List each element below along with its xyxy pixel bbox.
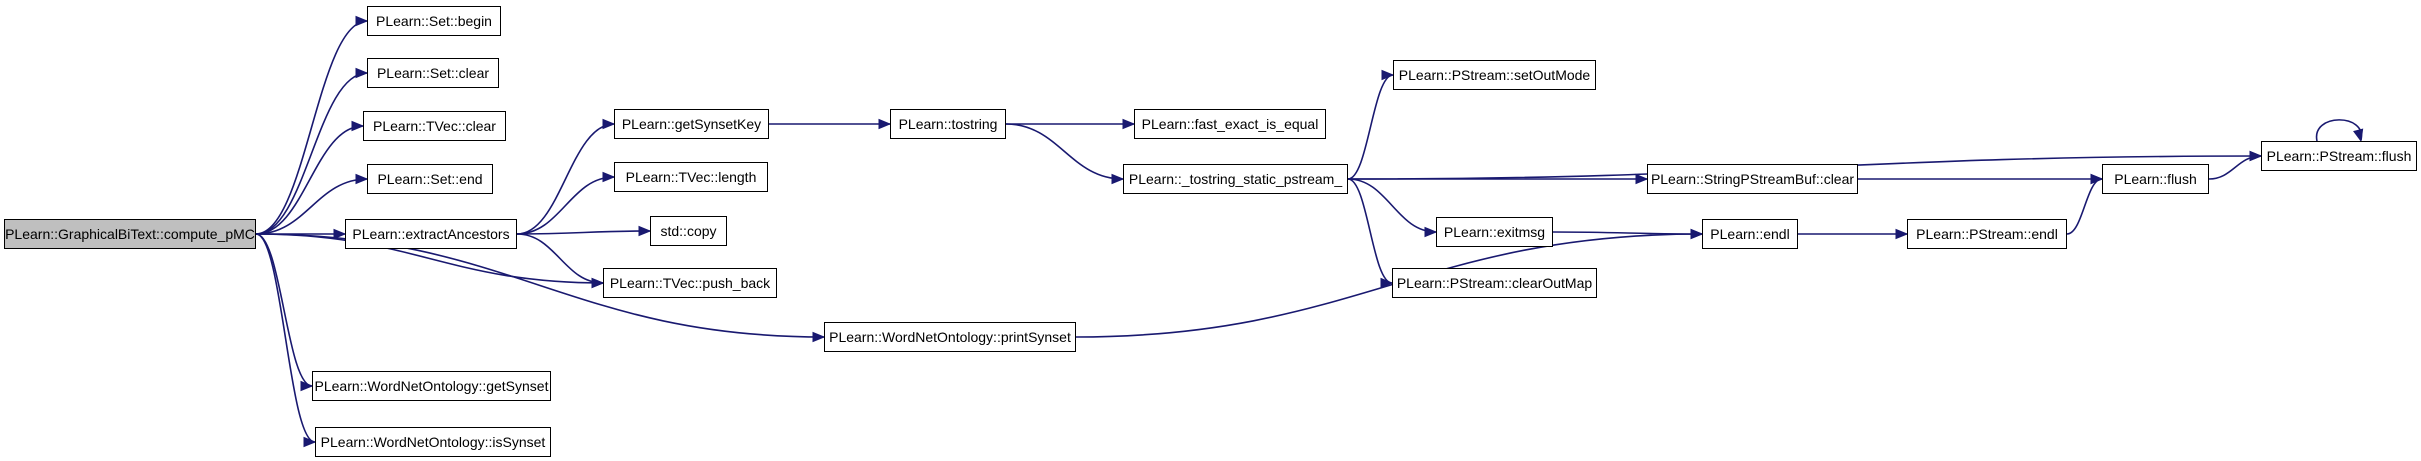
edge-tostring_static_pstream-to-setOutMode (1347, 74, 1394, 180)
node-tvec-clear[interactable]: PLearn::TVec::clear (363, 111, 506, 141)
edge-compute_pMC-to-set_end-arrowhead (355, 173, 369, 185)
edge-extractAncestors-to-push_back (516, 233, 604, 284)
edge-pstream_flush-to-pstream_flush-arrowhead (2353, 128, 2364, 143)
node-set-clear[interactable]: PLearn::Set::clear (367, 58, 499, 88)
node-tostring-static-pstream[interactable]: PLearn::_tostring_static_pstream_ (1123, 164, 1348, 194)
edge-exitmsg-to-endl-arrowhead (1690, 228, 1704, 240)
edge-tostring_static_pstream-to-exitmsg-arrowhead (1424, 226, 1438, 238)
edge-tostring_static_pstream-to-clearOutMap (1347, 178, 1393, 284)
edge-tostring-to-fast_exact_is_equal-arrowhead (1122, 118, 1136, 130)
node-pstream-set-out-mode[interactable]: PLearn::PStream::setOutMode (1393, 60, 1596, 90)
edge-compute_pMC-to-extractAncestors-arrowhead (333, 228, 347, 240)
edge-tostring_static_pstream-to-clearOutMap-arrowhead (1380, 277, 1394, 289)
edge-endl-to-pstream_endl-arrowhead (1895, 228, 1909, 240)
node-set-begin[interactable]: PLearn::Set::begin (367, 6, 501, 36)
node-pstream-endl[interactable]: PLearn::PStream::endl (1907, 219, 2067, 249)
edge-compute_pMC-to-tvec_clear (255, 125, 364, 235)
edge-compute_pMC-to-set_clear-arrowhead (355, 67, 369, 79)
node-extract-ancestors[interactable]: PLearn::extractAncestors (345, 219, 517, 249)
node-tvec-push-back[interactable]: PLearn::TVec::push_back (603, 268, 777, 298)
edge-extractAncestors-to-getSynsetKey (516, 123, 615, 235)
edge-spsb_clear-to-flush-arrowhead (2090, 173, 2104, 185)
edge-flush-to-pstream_flush-arrowhead (2249, 150, 2263, 162)
edge-compute_pMC-to-set_begin-arrowhead (355, 15, 369, 27)
node-tostring[interactable]: PLearn::tostring (890, 109, 1006, 139)
node-endl[interactable]: PLearn::endl (1702, 219, 1798, 249)
edge-extractAncestors-to-std_copy (516, 230, 651, 235)
node-tvec-length[interactable]: PLearn::TVec::length (614, 162, 768, 192)
node-pstream-clear-out-map[interactable]: PLearn::PStream::clearOutMap (1392, 268, 1597, 298)
edge-extractAncestors-to-tvec_length-arrowhead (602, 171, 616, 183)
edge-compute_pMC-to-set_clear (255, 72, 368, 235)
node-string-pstreambuf-clear[interactable]: PLearn::StringPStreamBuf::clear (1647, 164, 1858, 194)
edge-compute_pMC-to-set_begin (255, 20, 368, 235)
edge-compute_pMC-to-set_end (255, 178, 368, 235)
node-get-synset-key[interactable]: PLearn::getSynsetKey (614, 109, 769, 139)
node-is-synset[interactable]: PLearn::WordNetOntology::isSynset (315, 427, 551, 457)
node-pstream-flush[interactable]: PLearn::PStream::flush (2261, 141, 2417, 171)
edge-compute_pMC-to-isSynset-arrowhead (303, 436, 317, 448)
edge-compute_pMC-to-tvec_clear-arrowhead (351, 120, 365, 132)
edge-getSynsetKey-to-tostring-arrowhead (878, 118, 892, 130)
edge-tostring_static_pstream-to-exitmsg (1347, 178, 1437, 233)
edge-extractAncestors-to-getSynsetKey-arrowhead (602, 118, 616, 130)
edge-pstream_endl-to-flush (2066, 178, 2103, 235)
node-std-copy[interactable]: std::copy (650, 216, 727, 246)
edge-tostring-to-tostring_static_pstream-arrowhead (1111, 173, 1125, 185)
edge-extractAncestors-to-std_copy-arrowhead (638, 225, 652, 237)
node-fast-exact-is-equal[interactable]: PLearn::fast_exact_is_equal (1134, 109, 1326, 139)
edge-exitmsg-to-endl (1552, 231, 1703, 235)
edge-compute_pMC-to-isSynset (255, 233, 316, 443)
node-set-end[interactable]: PLearn::Set::end (367, 164, 493, 194)
edge-compute_pMC-to-getSynset-arrowhead (300, 380, 314, 392)
edge-pstream_flush-to-pstream_flush (2316, 119, 2362, 142)
node-flush[interactable]: PLearn::flush (2102, 164, 2209, 194)
edge-extractAncestors-to-tvec_length (516, 176, 615, 235)
node-compute-pmc: PLearn::GraphicalBiText::compute_pMC (4, 219, 256, 249)
edge-compute_pMC-to-printSynset-arrowhead (812, 331, 826, 343)
edge-tostring-to-tostring_static_pstream (1005, 123, 1124, 180)
node-exitmsg[interactable]: PLearn::exitmsg (1436, 217, 1553, 247)
edge-compute_pMC-to-getSynset (255, 233, 313, 387)
edge-printSynset-to-endl (1075, 233, 1703, 338)
node-print-synset[interactable]: PLearn::WordNetOntology::printSynset (824, 322, 1076, 352)
node-get-synset[interactable]: PLearn::WordNetOntology::getSynset (312, 371, 551, 401)
edge-extractAncestors-to-push_back-arrowhead (591, 277, 605, 289)
edge-tostring_static_pstream-to-spsb_clear-arrowhead (1635, 173, 1649, 185)
edge-tostring_static_pstream-to-setOutMode-arrowhead (1381, 69, 1395, 81)
